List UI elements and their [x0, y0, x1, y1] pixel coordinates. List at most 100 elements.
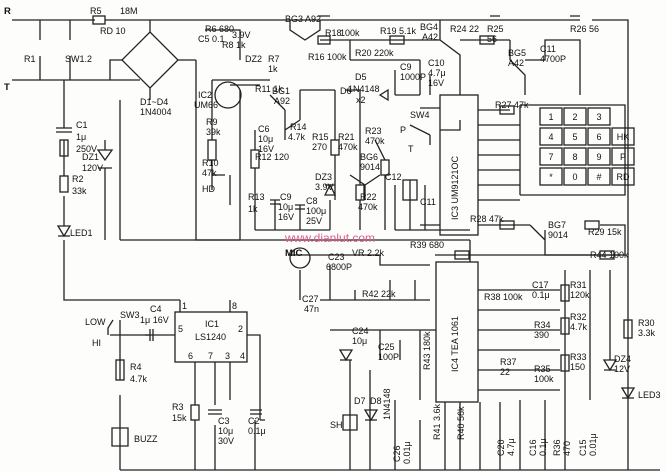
keypad-key	[563, 127, 587, 146]
label-c17-value: 0.1μ	[532, 290, 550, 300]
ic1-pin7: 7	[208, 351, 213, 361]
label-r12: R12 120	[255, 152, 289, 162]
label-c9-value: 10μ	[278, 202, 293, 212]
label-c24: C24	[352, 326, 369, 336]
label-r35-value: 100k	[534, 374, 554, 384]
label-r30-value: 3.3k	[638, 328, 656, 338]
label-c8-voltage: 25V	[306, 216, 322, 226]
keypad-key	[563, 107, 587, 126]
keypad-key-label: 9	[596, 152, 601, 162]
label-r18: R18	[325, 28, 342, 38]
ic1-pin6: 6	[188, 351, 193, 361]
label-r38: R38 100k	[484, 292, 523, 302]
label-r14: R14	[290, 122, 307, 132]
label-r8: R8 1k	[222, 40, 246, 50]
label-dz2-value: 3.9V	[232, 30, 251, 40]
label-r5-value: 18M	[120, 6, 138, 16]
label-d7: D7	[354, 396, 366, 406]
label-mic: MIC	[285, 248, 303, 259]
label-r18-value: 100k	[340, 28, 360, 38]
label-r43: R43 180k	[422, 331, 432, 370]
label-c1-voltage: 250V	[76, 144, 97, 154]
label-r22-value: 470k	[358, 202, 378, 212]
label-dz2: DZ2	[245, 54, 262, 64]
watermark: www.dianlut.com	[284, 231, 375, 245]
label-c4-value: 1μ 16V	[140, 315, 169, 325]
label-d5: D5	[355, 72, 367, 82]
label-r40: R40 56k	[456, 406, 466, 440]
keypad-key-label: 2	[572, 112, 577, 122]
label-sw4-t: T	[408, 144, 414, 154]
label-r10-value: 47k	[202, 168, 217, 178]
label-r21: R21	[338, 132, 355, 142]
label-r36: R36	[552, 439, 562, 456]
label-dz1: DZ1	[82, 152, 99, 162]
label-r44: R44 100k	[590, 250, 629, 260]
label-c10: C10	[428, 58, 445, 68]
label-c4: C4	[150, 304, 162, 314]
keypad-key	[539, 127, 563, 146]
label-r26: R26 56	[570, 24, 599, 34]
label-bridge: D1~D4	[140, 97, 168, 107]
component-symbols	[56, 15, 636, 447]
label-c3-value: 10μ	[218, 426, 233, 436]
label-bg5-model: A42	[508, 58, 524, 68]
ic1-pin5: 5	[178, 324, 183, 334]
label-dz3-value: 3.9V	[315, 182, 334, 192]
keypad-key	[563, 167, 587, 186]
label-dz3: DZ3	[315, 172, 332, 182]
label-c20-value: 4.7μ	[506, 438, 516, 456]
label-buzz: BUZZ	[134, 434, 158, 444]
label-bg4-model: A42	[422, 32, 438, 42]
label-r31: R31	[570, 280, 587, 290]
label-r2: R2	[72, 174, 84, 184]
label-r31-value: 120k	[570, 290, 590, 300]
label-bg7-model: 9014	[548, 230, 568, 240]
label-r11: R11 1k	[255, 84, 283, 94]
label-r36-value: 470	[562, 441, 572, 456]
label-c1: C1	[76, 120, 88, 130]
label-r35: R35	[534, 364, 551, 374]
terminal-r: R	[4, 6, 11, 17]
label-r22: R22	[360, 192, 377, 202]
ic1-pin4: 4	[240, 351, 245, 361]
label-c25: C25	[378, 342, 395, 352]
label-r15: R15	[312, 132, 329, 142]
label-sw1: SW1.2	[65, 54, 92, 64]
label-vr: VR 2.2k	[352, 248, 385, 258]
label-c15-value: 0.01μ	[588, 433, 598, 456]
label-bg4: BG4	[420, 22, 438, 32]
label-c10-value: 4.7μ	[428, 68, 446, 78]
label-c3: C3	[218, 416, 230, 426]
label-r37: R37	[500, 357, 517, 367]
keypad-key	[539, 147, 563, 166]
label-r28: R28 47k	[470, 214, 504, 224]
label-dz1-value: 120V	[82, 163, 103, 173]
label-bg6: BG6	[360, 152, 378, 162]
label-d8: D8	[370, 396, 382, 406]
label-r34-value: 390	[534, 330, 549, 340]
label-sh: SH	[330, 420, 343, 430]
label-ic1-model: LS1240	[195, 332, 226, 342]
label-c11-value: 4700P	[540, 54, 566, 64]
label-c6-voltage: 16V	[258, 144, 274, 154]
label-r34: R34	[534, 320, 551, 330]
keypad-key-label: #	[596, 172, 601, 182]
label-r33: R33	[570, 352, 587, 362]
keypad-key	[587, 147, 611, 166]
label-sw4-p: P	[400, 125, 406, 135]
keypad-key	[563, 147, 587, 166]
label-r9-value: 39k	[206, 127, 221, 137]
keypad-key-label: HK	[617, 132, 630, 142]
label-bg7: BG7	[548, 220, 566, 230]
label-r10: R10	[202, 158, 219, 168]
label-led3: LED3	[638, 390, 661, 400]
label-bg6-model: 9014	[360, 162, 380, 172]
label-ic3: IC3 UM9121OC	[450, 155, 460, 220]
label-sw3: SW3	[120, 310, 140, 320]
label-r39: R39 680	[410, 240, 444, 250]
label-bg5: BG5	[508, 48, 526, 58]
label-r6: R6 680	[205, 24, 234, 34]
label-c26: C26	[392, 445, 402, 462]
